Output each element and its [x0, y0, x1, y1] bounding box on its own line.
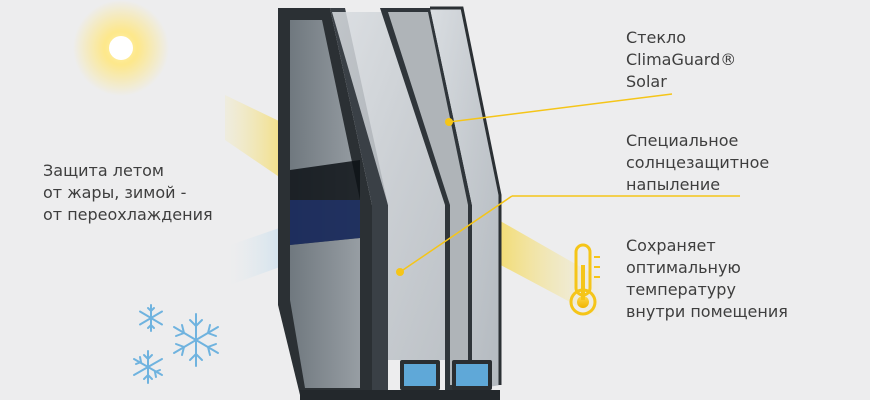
caption-protection-line-3: от переохлаждения	[43, 205, 213, 224]
caption-protection-line-2: от жары, зимой -	[43, 183, 187, 202]
leader-coating	[396, 195, 740, 276]
thermometer-icon	[569, 243, 600, 316]
caption-coating-line-3: напыление	[626, 175, 721, 194]
glass-unit	[278, 6, 502, 400]
caption-temperature-line-4: внутри помещения	[626, 302, 788, 321]
caption-glass: Стекло ClimaGuard® Solar	[626, 27, 736, 93]
caption-protection: Защита летом от жары, зимой - от переохл…	[43, 160, 213, 226]
caption-glass-line-1: Стекло	[626, 28, 687, 47]
caption-coating: Специальное солнцезащитное напыление	[626, 130, 769, 196]
leader-glass	[445, 93, 673, 126]
snowflake-icon	[133, 304, 219, 384]
caption-glass-line-2: ClimaGuard®	[626, 50, 737, 69]
caption-temperature-line-3: температуру	[626, 280, 736, 299]
caption-coating-line-1: Специальное	[626, 131, 739, 150]
caption-temperature: Сохраняет оптимальную температуру внутри…	[626, 235, 788, 323]
caption-protection-line-1: Защита летом	[43, 161, 164, 180]
caption-temperature-line-2: оптимальную	[626, 258, 741, 277]
caption-glass-line-3: Solar	[626, 72, 667, 91]
caption-coating-line-2: солнцезащитное	[626, 153, 770, 172]
sun-icon	[73, 0, 169, 96]
caption-temperature-line-1: Сохраняет	[626, 236, 716, 255]
